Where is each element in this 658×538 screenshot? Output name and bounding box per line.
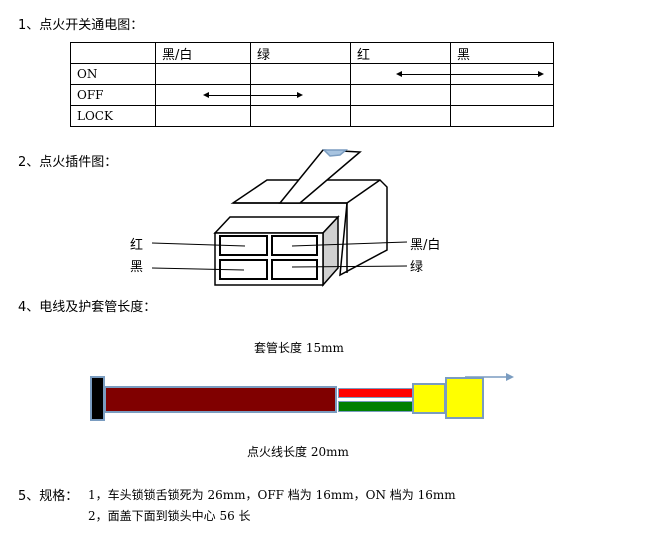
label-black: 黑 — [130, 260, 144, 275]
wire-length-label: 点火线长度 20mm — [247, 445, 349, 459]
yellow-connector-large — [445, 377, 484, 419]
yellow-connector-small — [412, 383, 446, 414]
green-wire — [338, 401, 414, 412]
label-red: 红 — [130, 238, 144, 253]
ignition-switch-table: 黑/白 绿 红 黑 ON OFF LOCK — [70, 42, 554, 127]
connector-diagram — [151, 149, 408, 287]
label-black-white: 黑/白 — [410, 238, 441, 253]
spec-line: 2，面盖下面到锁头中心 56 长 — [88, 509, 251, 523]
end-cap — [90, 376, 105, 421]
section-2-title: 2、点火插件图： — [18, 155, 118, 170]
red-wire — [338, 388, 414, 398]
table-row: LOCK — [70, 105, 554, 127]
header-cell: 黑 — [450, 42, 554, 64]
row-label: OFF — [70, 84, 156, 106]
row-label: LOCK — [70, 105, 156, 127]
section-1-title: 1、点火开关通电图： — [18, 18, 144, 33]
sleeve-length-label: 套管长度 15mm — [254, 341, 344, 355]
sleeve — [104, 386, 337, 413]
spec-line: 1，车头锁锁舌锁死为 26mm，OFF 档为 16mm，ON 档为 16mm — [88, 488, 456, 502]
section-5-title: 5、规格： — [18, 489, 79, 504]
label-green: 绿 — [410, 260, 424, 275]
section-4-title: 4、电线及护套管长度： — [18, 300, 157, 315]
direction-arrow-icon — [465, 373, 514, 381]
